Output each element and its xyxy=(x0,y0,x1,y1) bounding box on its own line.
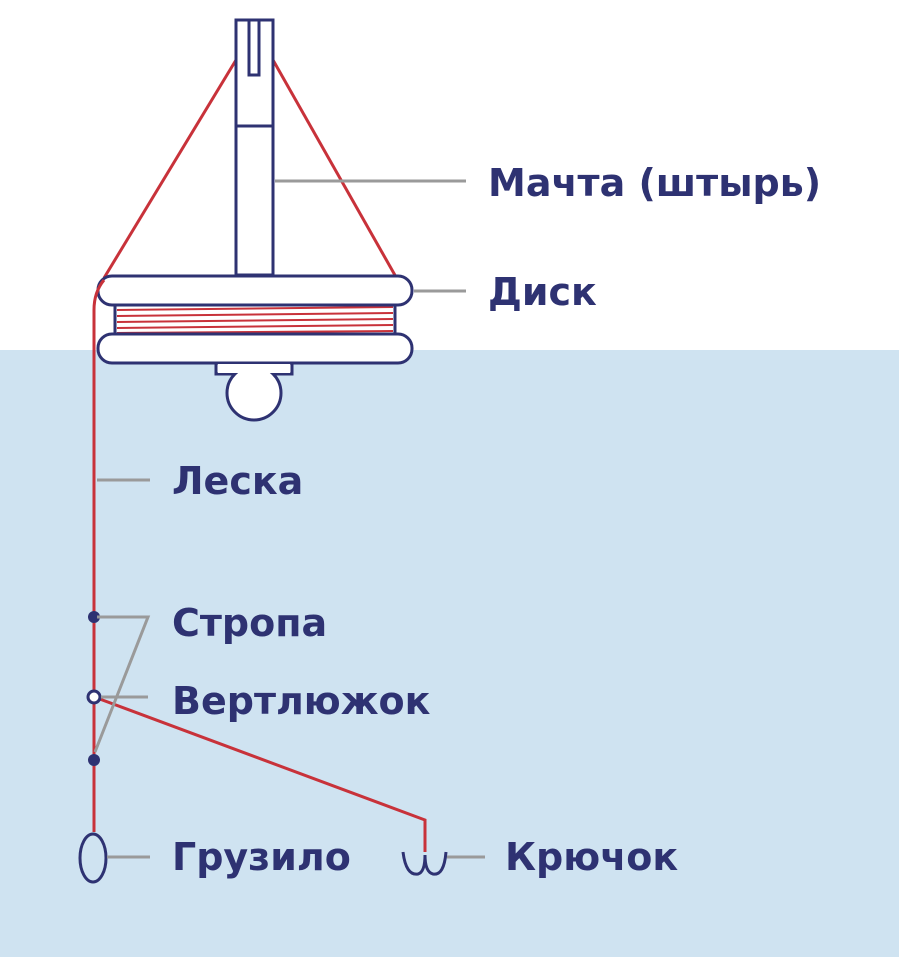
main-line xyxy=(92,279,106,832)
label-line: Леска xyxy=(172,459,303,503)
label-disk: Диск xyxy=(488,270,597,314)
swivel xyxy=(86,689,102,705)
leader-sling xyxy=(93,615,151,753)
label-mast: Мачта (штырь) xyxy=(488,161,821,205)
sling-stop-lower xyxy=(88,754,100,766)
stay-line-left xyxy=(102,59,238,279)
label-hook: Крючок xyxy=(505,835,678,879)
label-sinker: Грузило xyxy=(172,835,351,879)
sinker xyxy=(78,832,108,884)
mast xyxy=(234,18,275,277)
label-swivel: Вертлюжок xyxy=(172,679,431,723)
stay-line-right xyxy=(271,59,398,278)
sling-stop-upper xyxy=(88,611,100,623)
hook-leader-line xyxy=(96,696,427,852)
label-sling: Стропа xyxy=(172,601,327,645)
hook xyxy=(401,851,448,876)
